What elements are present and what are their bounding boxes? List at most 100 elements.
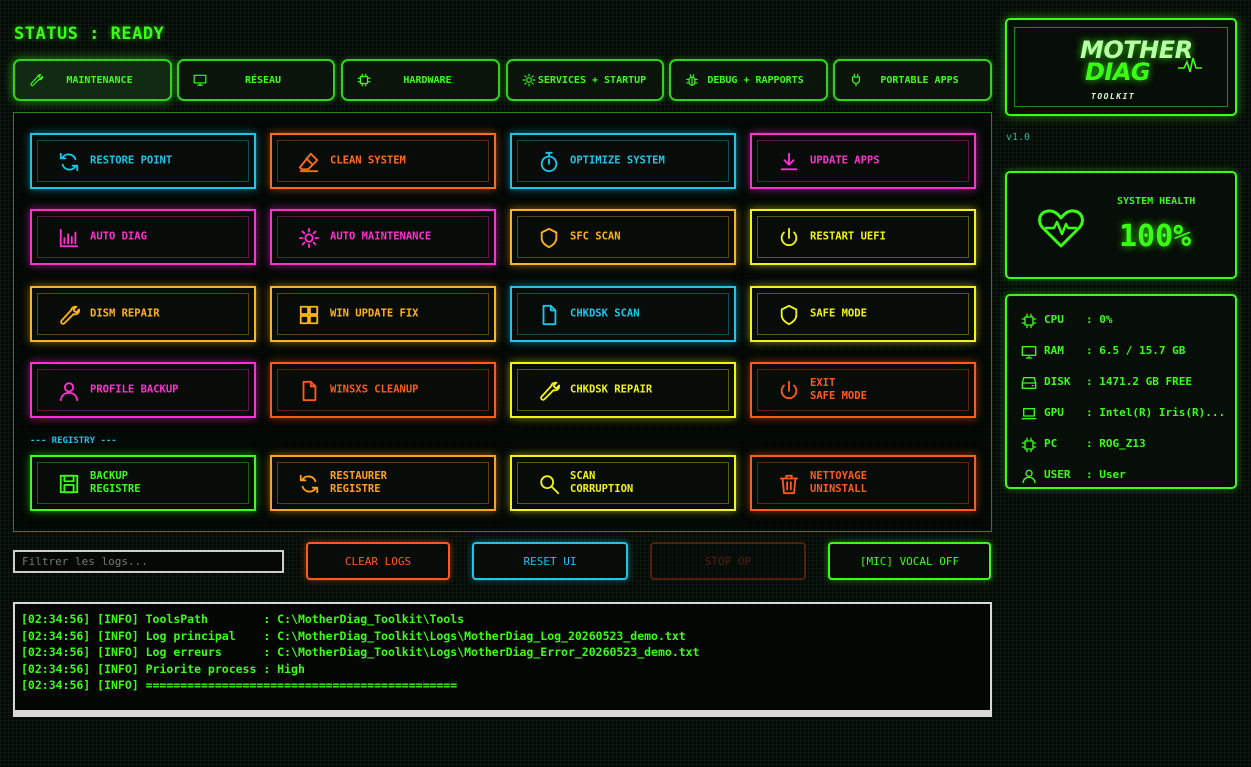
profile-backup-button[interactable]: PROFILE BACKUP — [30, 362, 256, 418]
plug-icon — [849, 73, 863, 87]
button-label: SAFE MODE — [810, 307, 867, 320]
user-icon — [58, 380, 80, 402]
refresh-icon — [58, 151, 80, 173]
tab-maintenance[interactable]: MAINTENANCE — [13, 59, 172, 101]
sfc-scan-button[interactable]: SFC SCAN — [510, 209, 736, 265]
gear-icon — [522, 73, 536, 87]
button-label: WIN UPDATE FIX — [330, 307, 419, 320]
button-label: CHKDSK SCAN — [570, 307, 640, 320]
log-line: [02:34:56] [INFO] ======================… — [21, 678, 458, 693]
sysinfo-value: : ROG_Z13 — [1086, 437, 1146, 450]
gear-icon — [298, 227, 320, 249]
clean-system-button[interactable]: CLEAN SYSTEM — [270, 133, 496, 189]
restart-uefi-button[interactable]: RESTART UEFI — [750, 209, 976, 265]
auto-diag-button[interactable]: AUTO DIAG — [30, 209, 256, 265]
win-update-fix-button[interactable]: WIN UPDATE FIX — [270, 286, 496, 342]
registry-section-label: --- REGISTRY --- — [30, 436, 117, 446]
chip-icon — [357, 73, 371, 87]
version-label: v1.0 — [1006, 132, 1031, 143]
chip-icon — [1021, 313, 1037, 329]
sysinfo-value: : 6.5 / 15.7 GB — [1086, 344, 1186, 357]
monitor-icon — [193, 73, 207, 87]
trash-icon — [778, 473, 800, 495]
disk-icon — [1021, 375, 1037, 391]
pulse-icon — [1177, 54, 1203, 76]
button-label: AUTO MAINTENANCE — [330, 230, 432, 243]
sysinfo-key: PC — [1044, 437, 1058, 450]
safe-mode-button[interactable]: SAFE MODE — [750, 286, 976, 342]
tab-hardware[interactable]: HARDWARE — [341, 59, 500, 101]
optimize-system-button[interactable]: OPTIMIZE SYSTEM — [510, 133, 736, 189]
clear-logs-button[interactable]: CLEAR LOGS — [306, 542, 450, 580]
button-label: CLEAN SYSTEM — [330, 154, 406, 167]
logo-title-line1: MOTHER — [1080, 36, 1193, 64]
log-line: [02:34:56] [INFO] Priorite process : Hig… — [21, 661, 305, 676]
sysinfo-user: USER : User — [1021, 467, 1236, 485]
tab-services-startup[interactable]: SERVICES + STARTUP — [506, 59, 664, 101]
power-icon — [778, 227, 800, 249]
file-icon — [298, 380, 320, 402]
update-apps-button[interactable]: UPDATE APPS — [750, 133, 976, 189]
nettoyage-uninstall-button[interactable]: NETTOYAGE UNINSTALL — [750, 455, 976, 511]
sysinfo-disk: DISK : 1471.2 GB FREE — [1021, 374, 1236, 392]
file-icon — [538, 304, 560, 326]
dism-repair-button[interactable]: DISM REPAIR — [30, 286, 256, 342]
monitor-icon — [1021, 344, 1037, 360]
button-label: PROFILE BACKUP — [90, 383, 179, 396]
tab-label: DEBUG + RAPPORTS — [707, 74, 804, 86]
button-label: BACKUP REGISTRE — [90, 470, 141, 495]
button-label: DISM REPAIR — [90, 307, 160, 320]
sysinfo-ram: RAM : 6.5 / 15.7 GB — [1021, 343, 1236, 361]
button-label: RESTART UEFI — [810, 230, 886, 243]
heart-pulse-icon — [1037, 207, 1085, 249]
maintenance-panel: RESTORE POINT CLEAN SYSTEM OPTIMIZE SYST… — [13, 112, 992, 532]
user-icon — [1021, 468, 1037, 484]
shield-icon — [778, 304, 800, 326]
tab-reseau[interactable]: RÉSEAU — [177, 59, 335, 101]
tab-label: HARDWARE — [403, 74, 452, 86]
button-label: SFC SCAN — [570, 230, 621, 243]
wrench-icon — [538, 380, 560, 402]
sysinfo-cpu: CPU : 0% — [1021, 312, 1236, 330]
log-line: [02:34:56] [INFO] ToolsPath : C:\MotherD… — [21, 612, 465, 626]
logo-title-line2: DIAG — [1085, 58, 1151, 86]
system-health-card: SYSTEM HEALTH 100% — [1005, 171, 1237, 279]
restaurer-registre-button[interactable]: RESTAURER REGISTRE — [270, 455, 496, 511]
sysinfo-key: USER — [1044, 468, 1071, 481]
grid-icon — [298, 304, 320, 326]
chkdsk-repair-button[interactable]: CHKDSK REPAIR — [510, 362, 736, 418]
sysinfo-key: CPU — [1044, 313, 1064, 326]
download-icon — [778, 151, 800, 173]
logo-subtitle: TOOLKIT — [1091, 92, 1136, 101]
log-filter-input[interactable] — [13, 550, 284, 573]
auto-maintenance-button[interactable]: AUTO MAINTENANCE — [270, 209, 496, 265]
system-health-label: SYSTEM HEALTH — [1117, 196, 1196, 207]
reset-ui-button[interactable]: RESET UI — [472, 542, 628, 580]
winsxs-cleanup-button[interactable]: WINSXS CLEANUP — [270, 362, 496, 418]
sysinfo-key: DISK — [1044, 375, 1071, 388]
exit-safe-mode-button[interactable]: EXIT SAFE MODE — [750, 362, 976, 418]
vocal-toggle-button[interactable]: [MIC] VOCAL OFF — [828, 542, 991, 580]
restore-point-button[interactable]: RESTORE POINT — [30, 133, 256, 189]
sysinfo-pc: PC : ROG_Z13 — [1021, 436, 1236, 454]
scan-corruption-button[interactable]: SCAN CORRUPTION — [510, 455, 736, 511]
backup-registre-button[interactable]: BACKUP REGISTRE — [30, 455, 256, 511]
tab-label: RÉSEAU — [244, 74, 282, 86]
tab-debug-rapports[interactable]: DEBUG + RAPPORTS — [669, 59, 828, 101]
log-line: [02:34:56] [INFO] Log erreurs : C:\Mothe… — [21, 645, 700, 660]
button-label: RESTAURER REGISTRE — [330, 470, 387, 495]
sysinfo-key: GPU — [1044, 406, 1064, 419]
chkdsk-scan-button[interactable]: CHKDSK SCAN — [510, 286, 736, 342]
laptop-icon — [1021, 406, 1037, 422]
tab-label: MAINTENANCE — [66, 74, 133, 86]
power-icon — [778, 380, 800, 402]
sysinfo-value: : 0% — [1086, 313, 1113, 326]
button-label: OPTIMIZE SYSTEM — [570, 154, 665, 167]
button-label: EXIT SAFE MODE — [810, 377, 867, 402]
tab-portable-apps[interactable]: PORTABLE APPS — [833, 59, 992, 101]
sysinfo-value: : Intel(R) Iris(R)... — [1086, 406, 1226, 419]
stop-op-button[interactable]: STOP OP — [650, 542, 806, 580]
wrench-icon — [29, 73, 43, 87]
system-health-value: 100% — [1119, 219, 1192, 254]
log-console[interactable]: [02:34:56] [INFO] ToolsPath : C:\MotherD… — [13, 602, 992, 717]
